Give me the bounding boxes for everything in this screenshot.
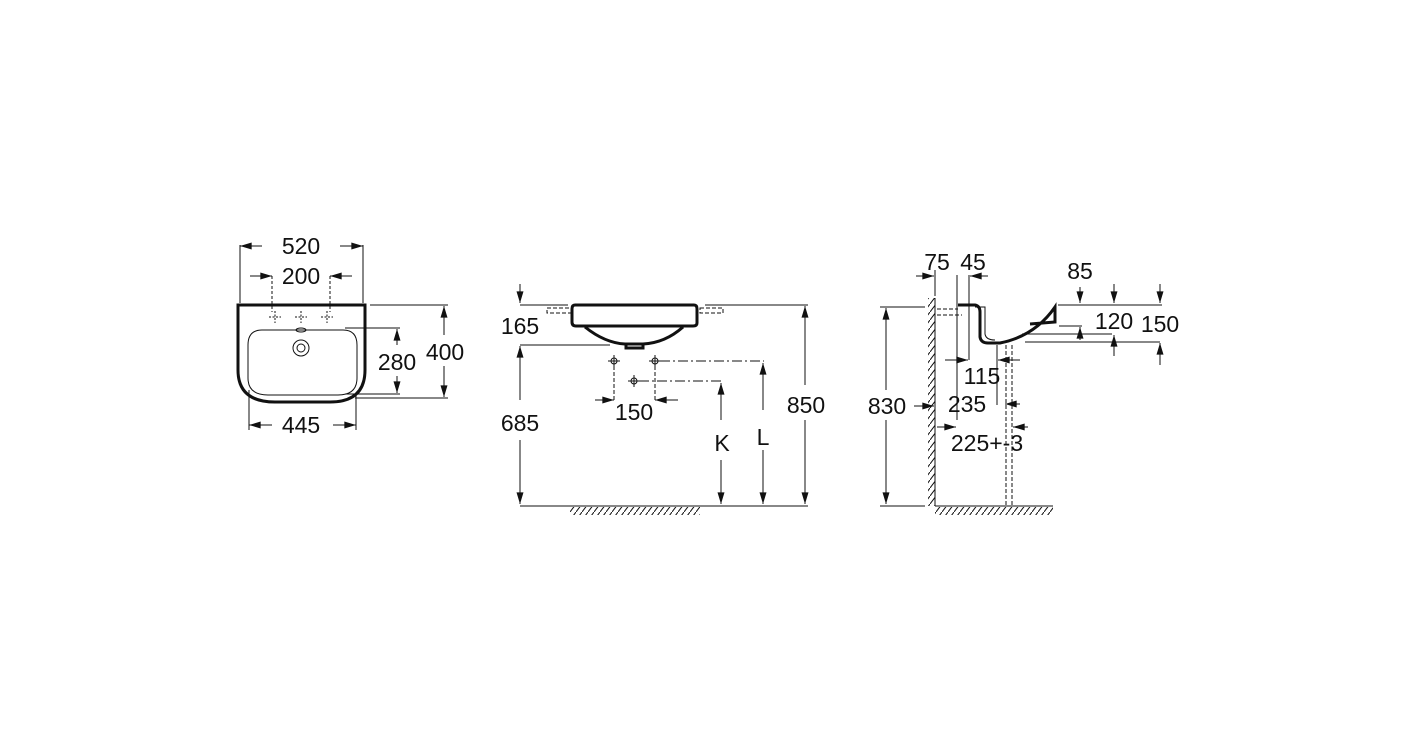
front-view: 165 685 850 150 K L	[501, 284, 825, 515]
dim-400: 400	[426, 339, 464, 365]
basin-front	[570, 303, 699, 328]
floor-hatch	[570, 507, 700, 515]
dim-520: 520	[282, 233, 320, 259]
wall-hatch	[928, 298, 935, 506]
bowl-outline	[247, 329, 358, 396]
drain-icon	[292, 339, 310, 357]
dim-235: 235	[948, 391, 986, 417]
dim-225: 225+-3	[951, 430, 1023, 456]
dim-120: 120	[1095, 308, 1133, 334]
dim-685: 685	[501, 410, 539, 436]
tap-holes	[269, 311, 333, 323]
basin-outline	[236, 303, 367, 404]
dim-165: 165	[501, 313, 539, 339]
label-l: L	[757, 424, 770, 450]
tap-holes-front	[608, 355, 661, 387]
dim-830: 830	[868, 393, 906, 419]
floor-hatch	[935, 507, 1053, 515]
top-view: 520 200 280 400 445	[236, 233, 464, 438]
side-view: 830 75 45 85 120 150 115 235 225+-3	[868, 249, 1179, 515]
basin-side	[958, 302, 1057, 345]
dim-280: 280	[378, 349, 416, 375]
dim-85: 85	[1067, 258, 1093, 284]
label-k: K	[714, 430, 730, 456]
dim-115: 115	[964, 363, 1001, 389]
dim-75: 75	[924, 249, 950, 275]
dim-200: 200	[282, 263, 320, 289]
dim-445: 445	[282, 412, 320, 438]
dim-45: 45	[960, 249, 986, 275]
dim-850: 850	[787, 392, 825, 418]
dim-150: 150	[615, 399, 653, 425]
dim-150: 150	[1141, 311, 1179, 337]
